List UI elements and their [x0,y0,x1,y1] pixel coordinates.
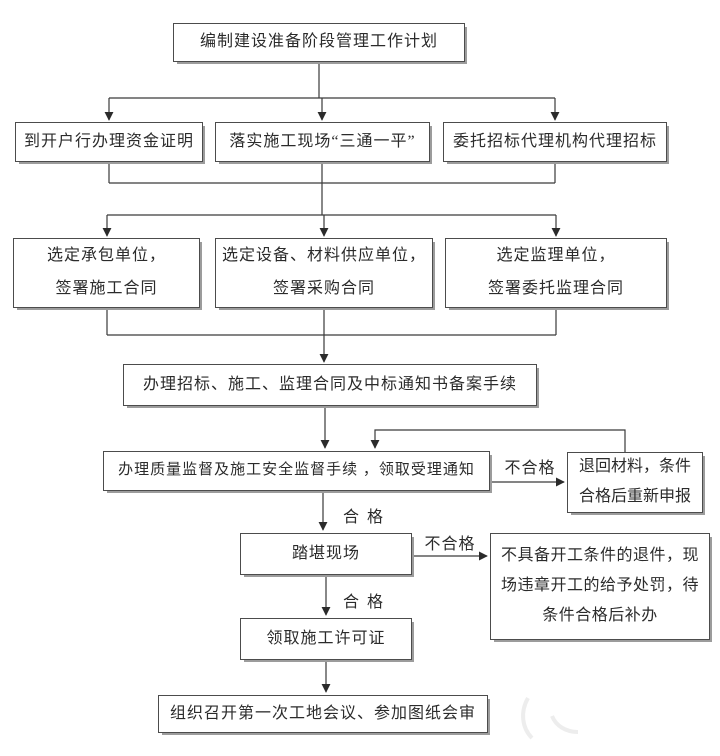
node-return-line1: 退回材料，条件 [578,458,691,476]
node-contractor-line1: 选定承包单位， [46,247,166,265]
node-site-prep: 落实施工现场“三通一平” [215,122,430,162]
node-site-visit: 踏堪现场 [240,533,412,575]
node-reject-line1: 不具备开工条件的退件，现 [500,547,699,565]
node-site-visit-label: 踏堪现场 [291,544,360,562]
node-supervisor: 选定监理单位， 签署委托监理合同 [445,238,667,308]
edge-merge-2 [106,308,557,336]
node-supervisor-line2: 签署委托监理合同 [487,280,624,297]
node-bid-agency-label: 委托招标代理机构代理招标 [452,132,657,150]
edge-plan-branch [109,62,555,99]
edge-label-pass-1: 合 格 [342,509,385,526]
node-contractor-line2: 签署施工合同 [55,280,158,297]
node-quality: 办理质量监督及施工安全监督手续 ，领取受理通知 [103,451,490,491]
node-fund-cert-label: 到开户行办理资金证明 [23,132,194,150]
node-reject-line2: 场违章开工的给予处罚，待 [500,577,699,595]
node-plan-label: 编制建设准备阶段管理工作计划 [199,33,438,51]
node-supervisor-line1: 选定监理单位， [496,247,616,265]
node-permit-label: 领取施工许可证 [266,629,386,647]
node-filing: 办理招标、施工、监理合同及中标通知书备案手续 [123,364,537,406]
node-filing-label: 办理招标、施工、监理合同及中标通知书备案手续 [142,375,517,393]
watermark [521,697,579,740]
node-fund-cert: 到开户行办理资金证明 [15,122,203,162]
edge-label-pass-2: 合 格 [342,594,385,611]
node-supplier-line2: 签署采购合同 [272,280,375,297]
node-return-materials: 退回材料，条件 合格后重新申报 [567,452,703,513]
node-reject-line3: 条件合格后补办 [542,606,658,624]
node-return-line2: 合格后重新申报 [578,488,691,505]
node-first-meeting-label: 组织召开第一次工地会议、参加图纸会审 [169,704,476,722]
node-supplier-line1: 选定设备、材料供应单位， [221,247,426,265]
node-permit: 领取施工许可证 [240,618,412,660]
node-first-meeting: 组织召开第一次工地会议、参加图纸会审 [158,695,488,733]
node-supplier: 选定设备、材料供应单位， 签署采购合同 [215,238,433,308]
node-contractor: 选定承包单位， 签署施工合同 [13,238,200,308]
node-plan: 编制建设准备阶段管理工作计划 [173,23,465,62]
node-bid-agency: 委托招标代理机构代理招标 [443,122,667,162]
node-reject: 不具备开工条件的退件，现 场违章开工的给予处罚，待 条件合格后补办 [490,533,710,640]
node-site-prep-label: 落实施工现场“三通一平” [229,132,416,150]
edge-return-feedback [370,429,626,452]
edge-label-fail-2: 不合格 [424,536,476,553]
edge-merge-branch [107,162,556,216]
edge-label-fail-1: 不合格 [504,460,556,477]
node-quality-label: 办理质量监督及施工安全监督手续 ，领取受理通知 [118,462,475,479]
